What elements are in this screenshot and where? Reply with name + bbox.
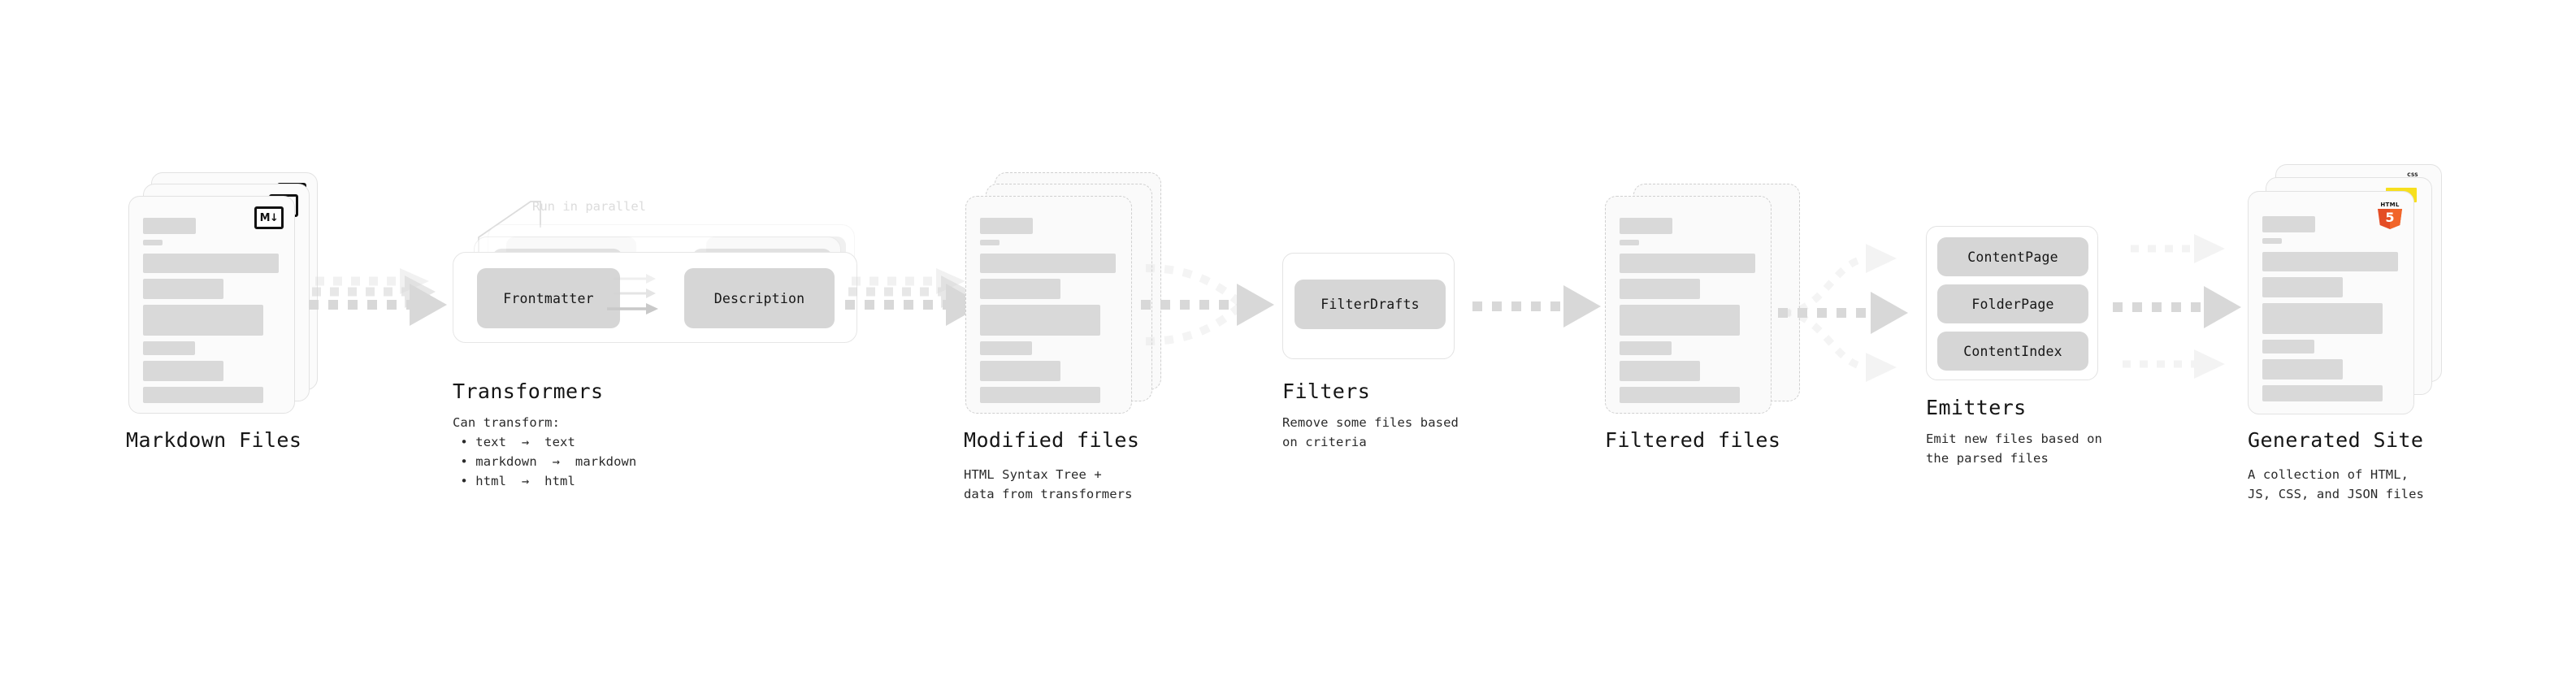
content-bar bbox=[980, 305, 1100, 336]
content-bar bbox=[1620, 361, 1700, 381]
filters-box[interactable]: FilterDrafts bbox=[1282, 253, 1455, 359]
arrow-emitters-to-site bbox=[2113, 234, 2241, 379]
emitter-node-contentpage[interactable]: ContentPage bbox=[1937, 237, 2088, 276]
content-bar bbox=[143, 240, 163, 245]
card-content-bars bbox=[143, 218, 283, 409]
transformer-node-frontmatter[interactable]: Frontmatter bbox=[477, 268, 620, 328]
card-content-bars bbox=[2262, 216, 2402, 407]
filters-description: Remove some files based on criteria bbox=[1282, 415, 1459, 450]
markdown-badge-label: M↓ bbox=[254, 206, 284, 229]
content-bar bbox=[143, 305, 263, 336]
modified-card-front bbox=[965, 196, 1132, 414]
filters-title: Filters bbox=[1282, 380, 1371, 403]
content-bar bbox=[143, 341, 195, 355]
content-bar bbox=[1620, 279, 1700, 299]
content-bar bbox=[980, 387, 1100, 403]
html5-number: 5 bbox=[2385, 210, 2395, 225]
content-bar bbox=[2262, 359, 2343, 380]
transformer-panel-front[interactable]: Frontmatter Description bbox=[453, 252, 857, 343]
arrow-filters-to-filtered bbox=[1472, 285, 1601, 327]
content-bar bbox=[980, 254, 1116, 273]
transformer-internal-arrows bbox=[607, 274, 658, 314]
arrow-filtered-to-emitters bbox=[1778, 244, 1908, 382]
content-bar bbox=[980, 218, 1033, 234]
transformers-title: Transformers bbox=[453, 380, 604, 403]
filter-node-filterdrafts[interactable]: FilterDrafts bbox=[1295, 280, 1446, 329]
filtered-files-title: Filtered files bbox=[1605, 428, 1781, 452]
generated-site-description: A collection of HTML, JS, CSS, and JSON … bbox=[2248, 467, 2424, 502]
filtered-card-front bbox=[1605, 196, 1772, 414]
emitter-node-folderpage[interactable]: FolderPage bbox=[1937, 284, 2088, 323]
content-bar bbox=[143, 387, 263, 403]
markdown-files-title: Markdown Files bbox=[126, 428, 302, 452]
card-content-bars bbox=[1620, 218, 1759, 409]
content-bar bbox=[980, 240, 1000, 245]
emitters-box[interactable]: ContentPage FolderPage ContentIndex bbox=[1926, 226, 2098, 380]
emitter-node-contentindex[interactable]: ContentIndex bbox=[1937, 332, 2088, 371]
content-bar bbox=[2262, 216, 2315, 232]
html5-shield-highlight bbox=[2390, 209, 2402, 229]
content-bar bbox=[1620, 387, 1740, 403]
css3-badge-label: CSS bbox=[2407, 172, 2418, 178]
html5-logo: HTML 5 bbox=[2378, 202, 2402, 229]
content-bar bbox=[1620, 254, 1755, 273]
content-bar bbox=[143, 254, 279, 273]
arrow-transformers-to-modified bbox=[845, 268, 983, 326]
content-bar bbox=[2262, 385, 2383, 401]
content-bar bbox=[1620, 305, 1740, 336]
modified-files-title: Modified files bbox=[964, 428, 1140, 452]
generated-site-title: Generated Site bbox=[2248, 428, 2424, 452]
content-bar bbox=[980, 361, 1060, 381]
content-bar bbox=[143, 218, 196, 234]
content-bar bbox=[143, 361, 223, 381]
transformer-node-description[interactable]: Description bbox=[684, 268, 835, 328]
run-in-parallel-label: Run in parallel bbox=[532, 199, 646, 214]
content-bar bbox=[980, 279, 1060, 299]
content-bar bbox=[143, 279, 223, 299]
arrow-modified-to-filters bbox=[1141, 264, 1274, 345]
content-bar bbox=[2262, 238, 2282, 244]
modified-files-description: HTML Syntax Tree + data from transformer… bbox=[964, 467, 1133, 502]
content-bar bbox=[2262, 340, 2314, 354]
site-card-front-html: HTML 5 bbox=[2248, 191, 2414, 414]
card-content-bars bbox=[980, 218, 1120, 409]
content-bar bbox=[980, 341, 1032, 355]
markdown-card-front: M↓ bbox=[128, 196, 295, 414]
html5-badge-label: HTML bbox=[2380, 202, 2400, 208]
content-bar bbox=[2262, 303, 2383, 334]
emitters-description: Emit new files based on the parsed files bbox=[1926, 432, 2102, 466]
content-bar bbox=[1620, 240, 1639, 245]
content-bar bbox=[1620, 341, 1672, 355]
transformers-description: Can transform: • text → text • markdown … bbox=[453, 415, 637, 489]
arrow-markdown-to-transformers bbox=[309, 268, 447, 326]
content-bar bbox=[2262, 252, 2398, 271]
html5-badge-icon: HTML 5 bbox=[2378, 202, 2402, 229]
content-bar bbox=[2262, 277, 2343, 297]
content-bar bbox=[1620, 218, 1672, 234]
markdown-badge-icon: M↓ bbox=[254, 206, 284, 229]
emitters-title: Emitters bbox=[1926, 396, 2027, 419]
